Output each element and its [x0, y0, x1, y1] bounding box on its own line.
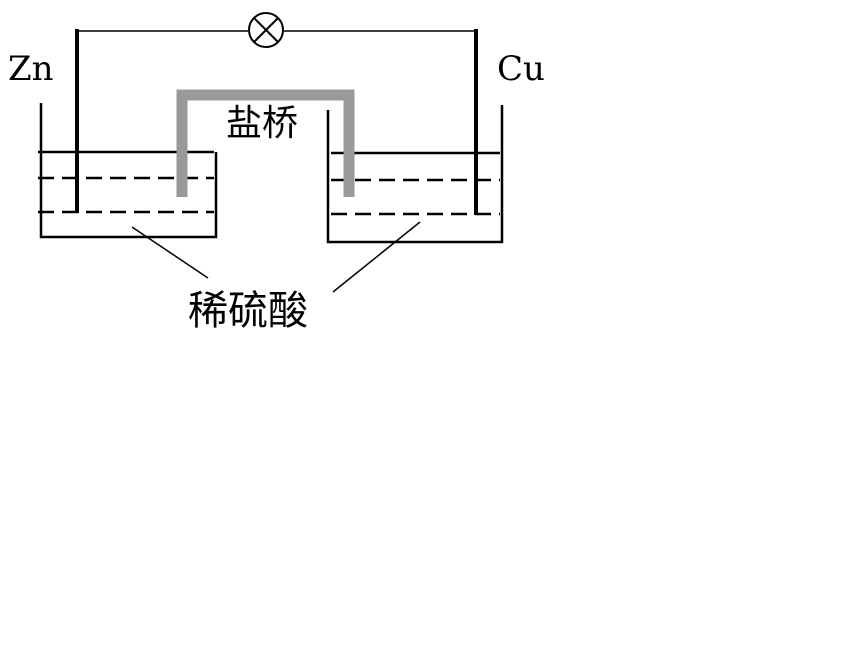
- cu-label: Cu: [497, 49, 545, 89]
- solution-label: 稀硫酸: [188, 288, 308, 334]
- external-circuit: [77, 12, 476, 48]
- right-beaker: [326, 105, 504, 244]
- circle-x-meter-icon: [248, 12, 284, 48]
- salt-bridge-label: 盐桥: [226, 103, 298, 144]
- left-beaker: [38, 103, 218, 239]
- leader-line-left: [131, 226, 209, 279]
- leader-line-right: [332, 221, 421, 293]
- zn-label: Zn: [8, 49, 54, 89]
- salt-bridge: [176, 89, 355, 197]
